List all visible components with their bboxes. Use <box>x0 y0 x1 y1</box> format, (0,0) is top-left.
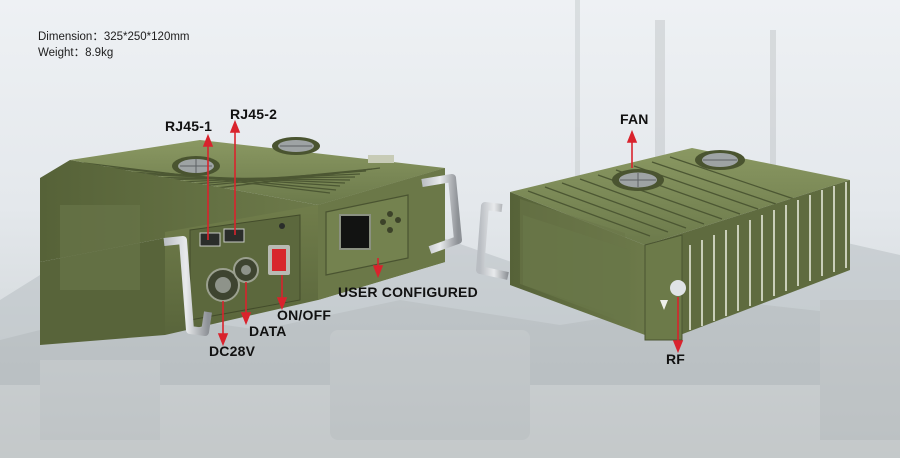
rj45-1-port <box>199 232 221 247</box>
rj45-2-port <box>223 228 245 243</box>
callout-arrows <box>202 119 684 354</box>
right-rear-handle <box>476 202 509 280</box>
display-screen <box>339 214 371 250</box>
data-label: DATA <box>249 323 287 339</box>
dimension-spec: Dimension：325*250*120mm <box>38 31 190 43</box>
user-configured-label: USER CONFIGURED <box>338 284 478 300</box>
left-fan-2 <box>272 137 320 155</box>
right-unit <box>476 148 850 341</box>
dc28v-label: DC28V <box>209 343 256 359</box>
rj45-1-label: RJ45-1 <box>165 118 213 134</box>
right-fan-2 <box>695 150 745 170</box>
emblem-icon <box>660 300 668 310</box>
left-top-label <box>368 155 394 163</box>
rj45-2-label: RJ45-2 <box>230 106 278 122</box>
left-rear-handle <box>421 174 462 254</box>
fan-label: FAN <box>620 111 649 127</box>
weight-spec: Weight：8.9kg <box>38 47 114 59</box>
on-off-switch <box>272 249 286 271</box>
on-off-label: ON/OFF <box>277 307 332 323</box>
right-side-fins <box>689 182 847 330</box>
rf-connector <box>670 280 686 296</box>
left-fan-1 <box>172 156 220 176</box>
rf-label: RF <box>666 351 686 367</box>
left-unit <box>40 137 462 345</box>
left-front-handle <box>163 236 212 336</box>
right-fan-1 <box>612 169 664 191</box>
power-led <box>279 223 285 229</box>
